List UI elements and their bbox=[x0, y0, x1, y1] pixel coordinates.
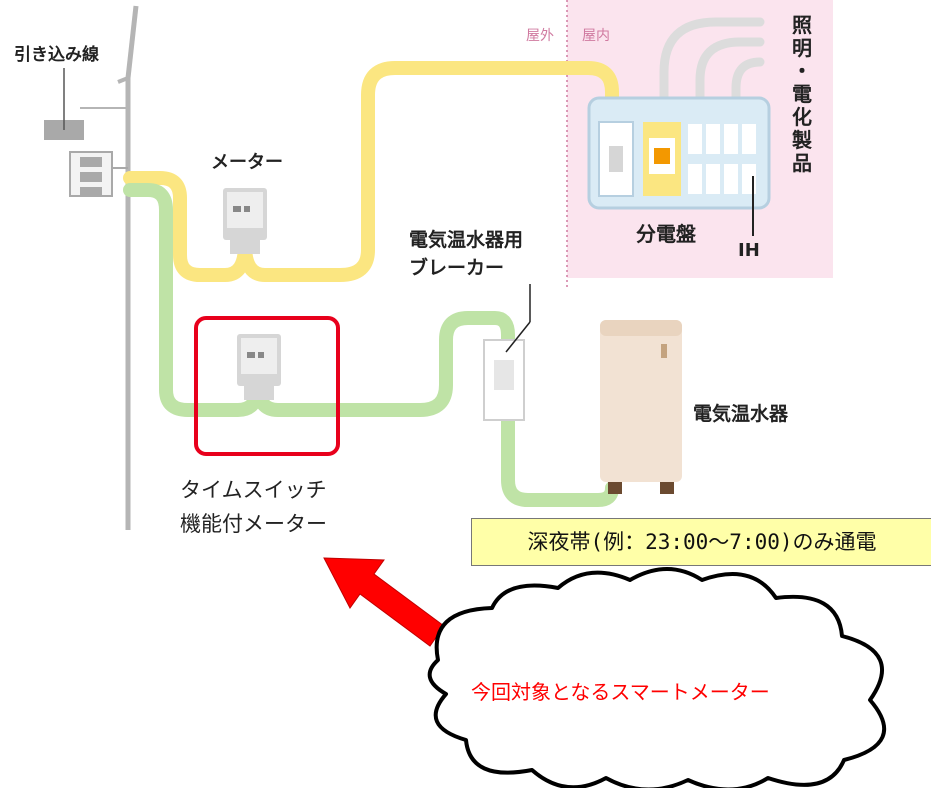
label-indoor: 屋内 bbox=[582, 28, 610, 44]
label-time-switch-meter-line2: 機能付メーター bbox=[180, 512, 327, 536]
lighting-char: ・ bbox=[792, 59, 812, 83]
lighting-char: 品 bbox=[792, 151, 812, 175]
meter-icon bbox=[223, 188, 267, 254]
distribution-panel-icon bbox=[587, 96, 771, 236]
late-night-power-note: 深夜帯(例：23:00〜7:00)のみ通電 bbox=[471, 518, 931, 566]
breaker-icon bbox=[483, 284, 531, 421]
label-service-line: 引き込み線 bbox=[14, 45, 99, 65]
yellow-wire bbox=[123, 61, 619, 282]
lighting-char: 明 bbox=[792, 36, 812, 60]
red-arrow bbox=[323, 557, 445, 647]
label-breaker-line2: ブレーカー bbox=[409, 257, 505, 279]
label-time-switch-meter-line1: タイムスイッチ bbox=[180, 478, 327, 502]
lighting-char: 照 bbox=[792, 13, 812, 37]
label-meter: メーター bbox=[211, 152, 283, 173]
green-wire bbox=[123, 183, 619, 507]
callout-cloud bbox=[427, 567, 887, 788]
highlight-box bbox=[194, 316, 340, 456]
callout-text: 今回対象となるスマートメーター bbox=[471, 680, 770, 704]
time-switch-meter-icon bbox=[237, 334, 281, 400]
label-outdoor: 屋外 bbox=[526, 28, 554, 44]
label-breaker-line1: 電気温水器用 bbox=[409, 229, 524, 251]
label-ih: IH bbox=[738, 240, 760, 261]
water-heater-icon bbox=[600, 320, 682, 494]
lighting-char: 化 bbox=[792, 105, 812, 129]
label-lighting-appliances: 照 明 ・ 電 化 製 品 bbox=[788, 14, 816, 175]
label-water-heater: 電気温水器 bbox=[693, 403, 789, 425]
lighting-char: 電 bbox=[792, 82, 812, 106]
label-distribution-panel: 分電盤 bbox=[636, 222, 696, 246]
lighting-char: 製 bbox=[792, 128, 812, 152]
lighting-wires bbox=[659, 17, 765, 105]
utility-pole bbox=[44, 5, 139, 530]
